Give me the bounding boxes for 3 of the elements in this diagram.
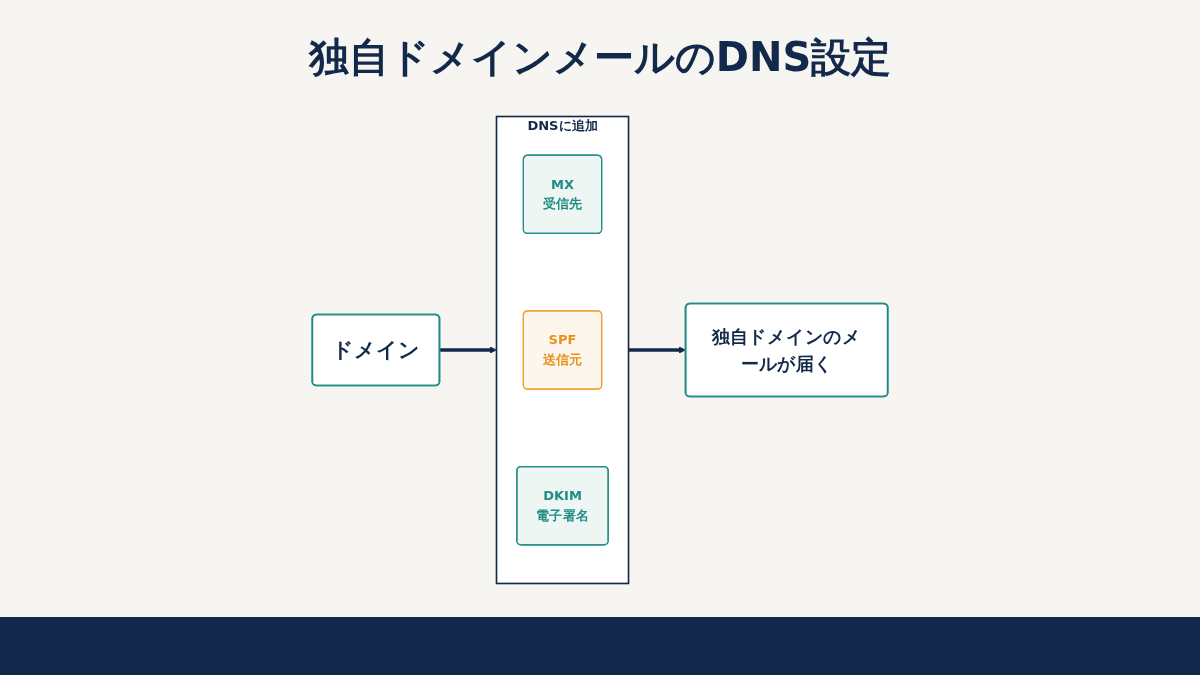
arrow (628, 346, 686, 354)
title: 独自ドメインメールのDNS設定 (308, 33, 892, 82)
arrow (439, 346, 497, 354)
